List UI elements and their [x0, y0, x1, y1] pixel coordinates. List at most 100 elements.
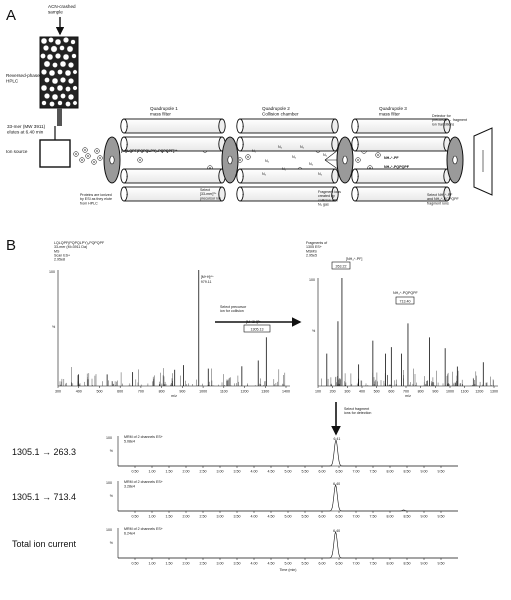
- x-tick-label: 0.50: [132, 515, 139, 519]
- bead: [70, 39, 76, 45]
- x-tick-label: 9.50: [438, 470, 445, 474]
- bead: [65, 86, 71, 92]
- x-tick-label: 1.50: [166, 562, 173, 566]
- bead: [57, 69, 63, 75]
- rod-polarity: –: [126, 143, 128, 147]
- x-tick-label: 200: [330, 390, 336, 394]
- x-tick-label: 2.50: [200, 470, 207, 474]
- rod-polarity: +: [126, 175, 128, 179]
- bead: [51, 77, 59, 85]
- quadrupole-rod: [354, 168, 448, 184]
- x-tick-label: 3.50: [234, 470, 241, 474]
- rod-polarity: –: [357, 193, 359, 197]
- bead: [44, 92, 51, 99]
- x-tick-label: 8.00: [387, 562, 394, 566]
- hplc-beads: [40, 37, 78, 107]
- boxed-annotation: [331, 261, 351, 270]
- x-tick-label: 6.00: [319, 515, 326, 519]
- bead: [46, 53, 54, 61]
- n2-molecule: N₂: [309, 162, 314, 166]
- x-tick-label: 1400: [282, 390, 290, 394]
- bead: [60, 93, 66, 99]
- trace-transition-label: Total ion current: [12, 539, 77, 549]
- x-tick-label: 1.50: [166, 470, 173, 474]
- n2-molecule: N₂: [278, 145, 283, 149]
- bead: [65, 101, 71, 107]
- panel-a-label: A: [6, 7, 16, 24]
- x-tick-label: 1000: [199, 390, 207, 394]
- x-tick-label: 500: [96, 390, 102, 394]
- n2-molecule: N₂: [318, 172, 323, 176]
- x-tick-label: 6.50: [336, 562, 343, 566]
- x-tick-label: 1300: [261, 390, 269, 394]
- x-tick-label: 4.50: [268, 470, 275, 474]
- x-tick-label: 2.00: [183, 562, 190, 566]
- x-tick-label: 3.00: [217, 470, 224, 474]
- x-tick-label: 8.50: [404, 515, 411, 519]
- trace-header: 3.28e4: [124, 485, 135, 489]
- peak-time-label: 6.40: [333, 482, 340, 486]
- bead: [57, 100, 63, 106]
- panel-b-label: B: [6, 237, 16, 254]
- bead: [41, 100, 47, 106]
- quadrupole-rod: [354, 136, 448, 152]
- x-tick-label: 1200: [241, 390, 249, 394]
- x-tick-label: 3.50: [234, 515, 241, 519]
- n2-molecule: N₂: [292, 155, 297, 159]
- x-tick-label: 0.50: [132, 562, 139, 566]
- trace-transition-label: 1305.1 → 263.3: [12, 447, 76, 457]
- x-tick-label: 300: [344, 390, 350, 394]
- x-tick-label: 1100: [220, 390, 228, 394]
- x-tick-label: 500: [374, 390, 380, 394]
- peak-time-label: 6.41: [333, 437, 340, 441]
- x-tick-label: 8.50: [404, 562, 411, 566]
- x-tick-label: 0.50: [132, 470, 139, 474]
- x-tick-label: 4.00: [251, 562, 258, 566]
- bead: [49, 101, 55, 107]
- rod-polarity: +: [242, 125, 244, 129]
- x-tick-label: 5.50: [302, 470, 309, 474]
- y-tick-label: 100: [106, 528, 112, 532]
- bead: [48, 69, 56, 77]
- x-tick-label: 1.00: [149, 515, 156, 519]
- x-tick-label: 6.00: [319, 470, 326, 474]
- x-tick-label: 1.00: [149, 562, 156, 566]
- quadrupole-rod: [123, 168, 223, 184]
- peak-annotation-nh4pf: [NH₄⁺-PF]: [346, 257, 362, 261]
- bead: [40, 37, 48, 45]
- x-tick-label: 1200: [475, 390, 483, 394]
- x-tick-label: 4.00: [251, 515, 258, 519]
- elution-label: 33-mer (MW 3911)elutes at 6.40 min: [7, 124, 46, 134]
- peak-annotation: [M+H]⁴⁺: [201, 275, 214, 279]
- bead: [71, 53, 77, 59]
- y-axis-label: %: [110, 494, 114, 498]
- bead: [52, 62, 58, 68]
- n2-molecule: N₂: [252, 149, 257, 153]
- quadrupole-rod: [239, 118, 336, 134]
- y-tick-label: 100: [106, 481, 112, 485]
- bead: [67, 77, 74, 84]
- y-axis-label: %: [110, 541, 114, 545]
- x-tick-label: 1300: [490, 390, 498, 394]
- x-tick-label: 6.00: [319, 562, 326, 566]
- bead: [43, 45, 50, 52]
- x-tick-label: 1000: [446, 390, 454, 394]
- y-tick-label: 100: [49, 270, 55, 274]
- trace-line: [118, 440, 458, 467]
- trace-header: 6.24e4: [124, 532, 135, 536]
- bead: [66, 45, 74, 53]
- bead: [60, 76, 67, 83]
- peak-annotation: 979.11: [201, 280, 212, 284]
- bead: [54, 38, 62, 46]
- x-tick-label: 2.50: [200, 515, 207, 519]
- quadrupole-rod: [123, 118, 223, 134]
- x-tick-label: 4.50: [268, 515, 275, 519]
- x-tick-label: 600: [388, 390, 394, 394]
